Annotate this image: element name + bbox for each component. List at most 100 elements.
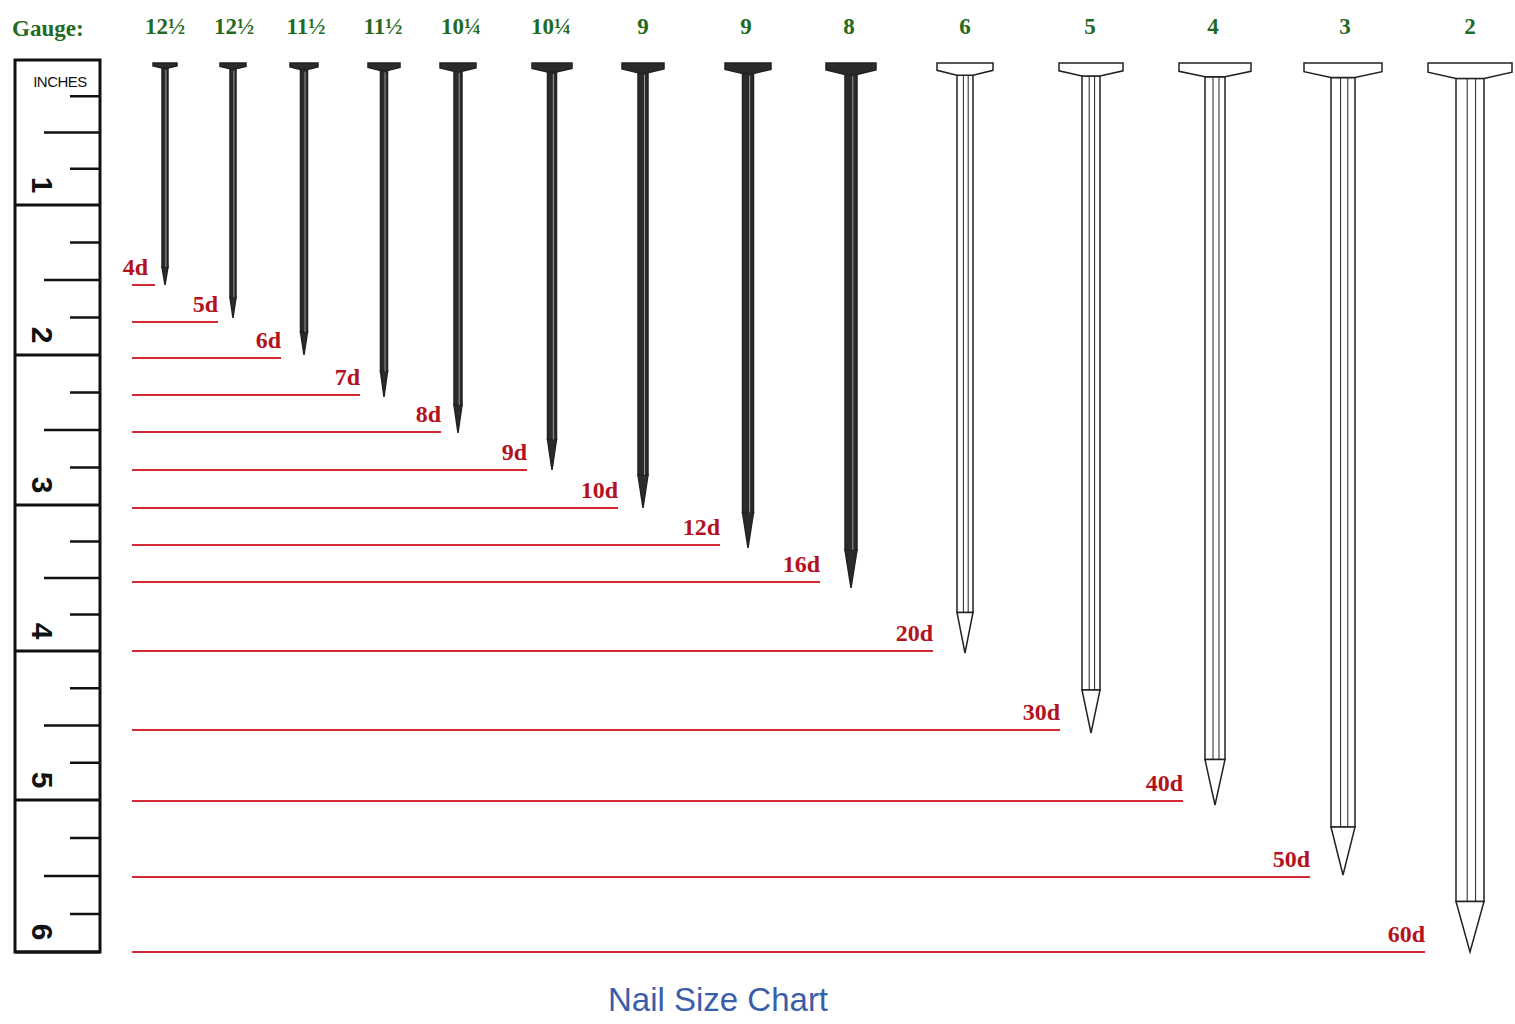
ruler-body bbox=[15, 60, 100, 952]
ruler-tick bbox=[70, 168, 100, 171]
nail-shank bbox=[301, 70, 308, 332]
nail-line bbox=[1340, 78, 1341, 827]
nail-highlight bbox=[459, 73, 460, 405]
penny-size: 60d bbox=[1388, 922, 1425, 946]
nail-shank bbox=[454, 71, 462, 405]
nail-line bbox=[1347, 78, 1348, 827]
nail-shank bbox=[638, 73, 648, 475]
ruler-tick bbox=[15, 951, 100, 954]
gauge-label: 9 bbox=[637, 15, 649, 38]
gauge-label: 10¼ bbox=[441, 15, 481, 38]
nail-line bbox=[1475, 78, 1476, 901]
nail-shank bbox=[381, 70, 388, 371]
nail-point bbox=[162, 267, 168, 285]
gauge-label: 3 bbox=[1339, 15, 1351, 38]
size-line bbox=[132, 507, 618, 509]
nail-head bbox=[1304, 63, 1382, 78]
nail-shank bbox=[162, 68, 168, 267]
nail-head bbox=[153, 63, 177, 68]
ruler-tick bbox=[70, 241, 100, 244]
size-line bbox=[132, 729, 1060, 731]
nail-line bbox=[1094, 76, 1095, 690]
nail-point bbox=[1205, 760, 1225, 806]
unit-label: INCHES bbox=[33, 74, 87, 89]
nail-highlight bbox=[749, 76, 750, 513]
ruler-tick bbox=[15, 504, 100, 507]
nail-line bbox=[1467, 78, 1468, 901]
nail-head bbox=[532, 63, 572, 72]
nail-highlight bbox=[852, 76, 853, 550]
penny-size: 6d bbox=[256, 328, 281, 352]
inch-number: 4 bbox=[27, 623, 57, 640]
gauge-label: 11½ bbox=[287, 15, 326, 38]
nail-head bbox=[622, 63, 664, 73]
nail-head bbox=[1428, 63, 1512, 78]
nail-point bbox=[1082, 690, 1100, 733]
size-line bbox=[132, 357, 281, 359]
ruler-tick bbox=[70, 540, 100, 543]
nail-point bbox=[230, 298, 236, 319]
ruler-tick bbox=[70, 316, 100, 319]
nail-point bbox=[301, 332, 308, 355]
ruler-tick bbox=[44, 279, 100, 282]
nail-line bbox=[963, 75, 964, 612]
inch-number: 5 bbox=[27, 772, 57, 789]
size-line bbox=[132, 544, 720, 546]
nail-shank bbox=[548, 72, 557, 440]
nail-point bbox=[638, 475, 648, 508]
nail-shank bbox=[1205, 77, 1225, 760]
nail-head bbox=[368, 63, 400, 70]
nail-shank bbox=[957, 75, 973, 612]
nail-point bbox=[1456, 902, 1484, 953]
nail-line bbox=[1213, 77, 1214, 760]
ruler-tick bbox=[15, 799, 100, 802]
penny-size: 10d bbox=[581, 478, 618, 502]
penny-size: 30d bbox=[1023, 700, 1060, 724]
nail-highlight bbox=[385, 72, 386, 371]
ruler-tick bbox=[70, 837, 100, 840]
gauge-label: 6 bbox=[959, 15, 971, 38]
size-line bbox=[132, 650, 933, 652]
ruler-tick bbox=[70, 95, 100, 98]
nail-head bbox=[440, 63, 476, 71]
penny-size: 4d bbox=[123, 255, 148, 279]
penny-size: 7d bbox=[335, 365, 360, 389]
nail-point bbox=[957, 613, 973, 654]
size-line bbox=[132, 321, 218, 323]
penny-size: 5d bbox=[193, 292, 218, 316]
ruler-tick bbox=[44, 724, 100, 727]
size-line bbox=[132, 284, 155, 286]
nail-head bbox=[826, 63, 876, 74]
size-line bbox=[132, 469, 527, 471]
gauge-label: 9 bbox=[740, 15, 752, 38]
nail-point bbox=[1331, 827, 1355, 875]
ruler-tick bbox=[44, 429, 100, 432]
ruler-tick bbox=[15, 354, 100, 357]
ruler-tick bbox=[70, 466, 100, 469]
penny-size: 9d bbox=[502, 440, 527, 464]
penny-size: 8d bbox=[416, 402, 441, 426]
ruler-tick bbox=[15, 650, 100, 653]
gauge-label: 2 bbox=[1464, 15, 1476, 38]
gauge-label: 10¼ bbox=[531, 15, 571, 38]
chart-caption: Nail Size Chart bbox=[608, 983, 828, 1016]
nail-point bbox=[381, 372, 388, 398]
nail-point bbox=[743, 513, 754, 549]
gauge-label: 5 bbox=[1084, 15, 1096, 38]
nail-highlight bbox=[165, 70, 166, 267]
penny-size: 16d bbox=[783, 552, 820, 576]
nail-head bbox=[1059, 63, 1123, 76]
ruler-tick bbox=[70, 613, 100, 616]
nail-point bbox=[548, 440, 557, 471]
ruler-tick bbox=[44, 875, 100, 878]
gauge-label: 12½ bbox=[214, 15, 254, 38]
penny-size: 40d bbox=[1146, 771, 1183, 795]
ruler-tick bbox=[70, 913, 100, 916]
penny-size: 20d bbox=[896, 621, 933, 645]
gauge-label: Gauge: bbox=[12, 17, 84, 40]
nail-head bbox=[290, 63, 318, 70]
nail-line bbox=[1089, 76, 1090, 690]
nail-shank bbox=[1456, 78, 1484, 901]
gauge-label: 8 bbox=[843, 15, 855, 38]
ruler-tick bbox=[70, 391, 100, 394]
